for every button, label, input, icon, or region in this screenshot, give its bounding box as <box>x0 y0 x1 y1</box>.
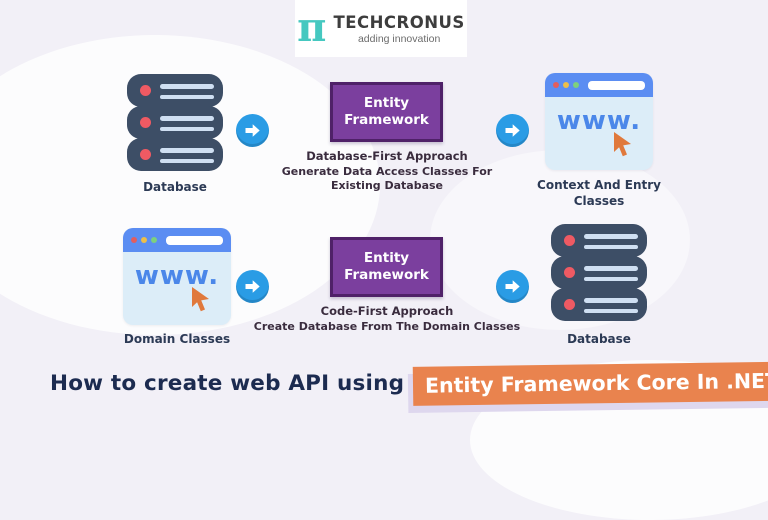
ef-box-line1: Entity <box>363 250 410 267</box>
source-label: Domain Classes <box>123 332 231 346</box>
right-arrow-icon <box>496 270 529 303</box>
right-arrow-icon <box>496 114 529 147</box>
target-label: Database <box>567 332 631 346</box>
address-bar <box>166 235 223 245</box>
browser-titlebar <box>123 228 231 252</box>
process-title: Database-First Approach <box>306 149 468 163</box>
logo: π TECHCRONUS adding innovation <box>295 0 467 57</box>
ef-box-line2: Framework <box>344 267 429 283</box>
browser-icon: www. <box>123 228 231 325</box>
window-dot-green-icon <box>573 82 579 88</box>
process-desc: Create Database From The Domain Classes <box>253 319 521 333</box>
server-led-icon <box>564 267 575 278</box>
entity-framework-box: Entity Framework <box>330 237 443 297</box>
server-unit <box>551 256 647 289</box>
process-title: Code-First Approach <box>320 304 454 318</box>
browser-titlebar <box>545 73 653 97</box>
logo-name: TECHCRONUS <box>333 12 465 32</box>
pi-icon: π <box>297 3 327 51</box>
server-unit <box>551 224 647 257</box>
right-arrow-icon <box>236 270 269 303</box>
ef-box-line1: Entity <box>363 95 410 112</box>
address-bar <box>588 80 645 90</box>
server-led-icon <box>564 299 575 310</box>
www-text: www. <box>556 106 642 136</box>
server-unit <box>127 74 223 107</box>
right-arrow-icon <box>236 114 269 147</box>
entity-framework-box: Entity Framework <box>330 82 443 142</box>
ef-box-line2: Framework <box>344 112 429 128</box>
window-dot-red-icon <box>131 237 137 243</box>
server-led-icon <box>564 235 575 246</box>
window-dot-yellow-icon <box>563 82 569 88</box>
process-description: Database-First Approach Generate Data Ac… <box>262 149 512 193</box>
server-led-icon <box>140 117 151 128</box>
server-unit <box>127 106 223 139</box>
headline: How to create web API using Entity Frame… <box>50 361 768 406</box>
cursor-icon <box>614 132 631 157</box>
server-led-icon <box>140 85 151 96</box>
process-desc: Generate Data Access Classes For Existin… <box>281 164 493 192</box>
server-unit <box>551 288 647 321</box>
browser-icon: www. <box>545 73 653 170</box>
headline-prefix: How to create web API using <box>50 371 405 396</box>
headline-highlight: Entity Framework Core In .NET 6? <box>412 361 768 406</box>
cursor-icon <box>192 287 209 312</box>
process-description: Code-First Approach Create Database From… <box>252 304 522 334</box>
logo-tagline: adding innovation <box>357 32 441 45</box>
database-icon <box>127 74 223 171</box>
source-label: Database <box>143 180 207 194</box>
window-dot-red-icon <box>553 82 559 88</box>
server-led-icon <box>140 149 151 160</box>
target-label: Context And Entry Classes <box>537 178 661 208</box>
window-dot-green-icon <box>151 237 157 243</box>
server-unit <box>127 138 223 171</box>
database-icon <box>551 224 647 321</box>
www-text: www. <box>134 261 220 291</box>
window-dot-yellow-icon <box>141 237 147 243</box>
